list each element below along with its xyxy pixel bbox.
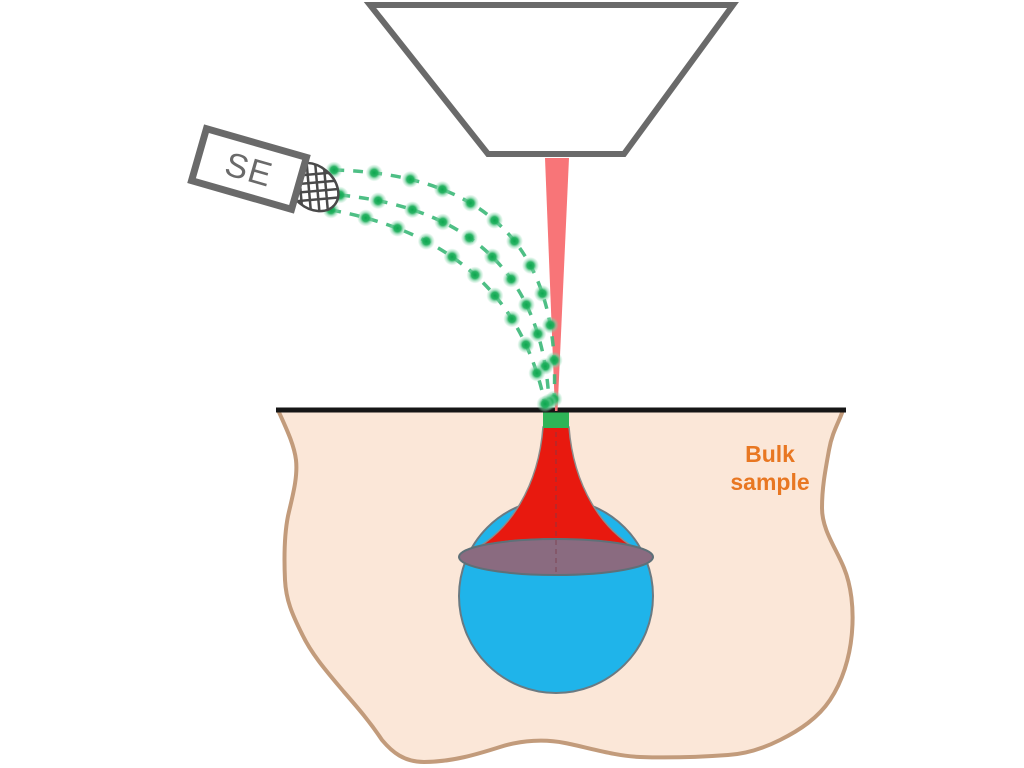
secondary-electron-dot <box>533 285 551 302</box>
secondary-electron-dot <box>517 336 535 354</box>
se-detector: SE <box>187 124 311 214</box>
secondary-electron-dot <box>536 395 554 413</box>
secondary-electron-dot <box>486 211 503 229</box>
secondary-electron-dot <box>369 192 387 210</box>
secondary-electron-dot <box>357 209 375 227</box>
secondary-electron-dot <box>486 287 504 305</box>
secondary-electron-dot <box>401 170 419 188</box>
secondary-electron-dot <box>541 316 559 334</box>
se-emission-zone <box>543 411 569 428</box>
electron-beam <box>545 158 569 411</box>
bulk-sample-label-line1: Bulk <box>745 441 795 467</box>
secondary-electron-dot <box>433 180 451 198</box>
escape-depth-ellipse <box>458 538 654 576</box>
secondary-electron-dot <box>443 248 461 266</box>
secondary-electron-dot <box>517 296 535 314</box>
secondary-electron-dot <box>417 232 435 250</box>
secondary-electron-dot <box>502 270 520 288</box>
secondary-electron-dot <box>365 164 383 182</box>
bulk-sample-label-line2: sample <box>730 469 809 495</box>
secondary-electron-dot <box>466 266 484 284</box>
secondary-electron-dot <box>503 310 521 328</box>
secondary-electron-dot <box>460 229 478 247</box>
sample-surface-line <box>276 407 846 413</box>
secondary-electron-dot <box>506 232 523 250</box>
secondary-electron-dot <box>403 201 421 219</box>
secondary-electron-dot <box>522 257 539 274</box>
objective-lens <box>363 1 739 157</box>
secondary-electron-dot <box>529 325 547 343</box>
secondary-electron-dot <box>462 194 479 212</box>
secondary-electron-dot <box>528 364 546 382</box>
secondary-electron-dot <box>483 248 501 266</box>
secondary-electron-dot <box>434 213 452 231</box>
se-trajectory-path <box>333 168 557 400</box>
secondary-electron-dot <box>389 219 406 237</box>
se-trajectory-layer <box>322 161 563 413</box>
bulk-sample-label: Bulk sample <box>730 441 809 495</box>
